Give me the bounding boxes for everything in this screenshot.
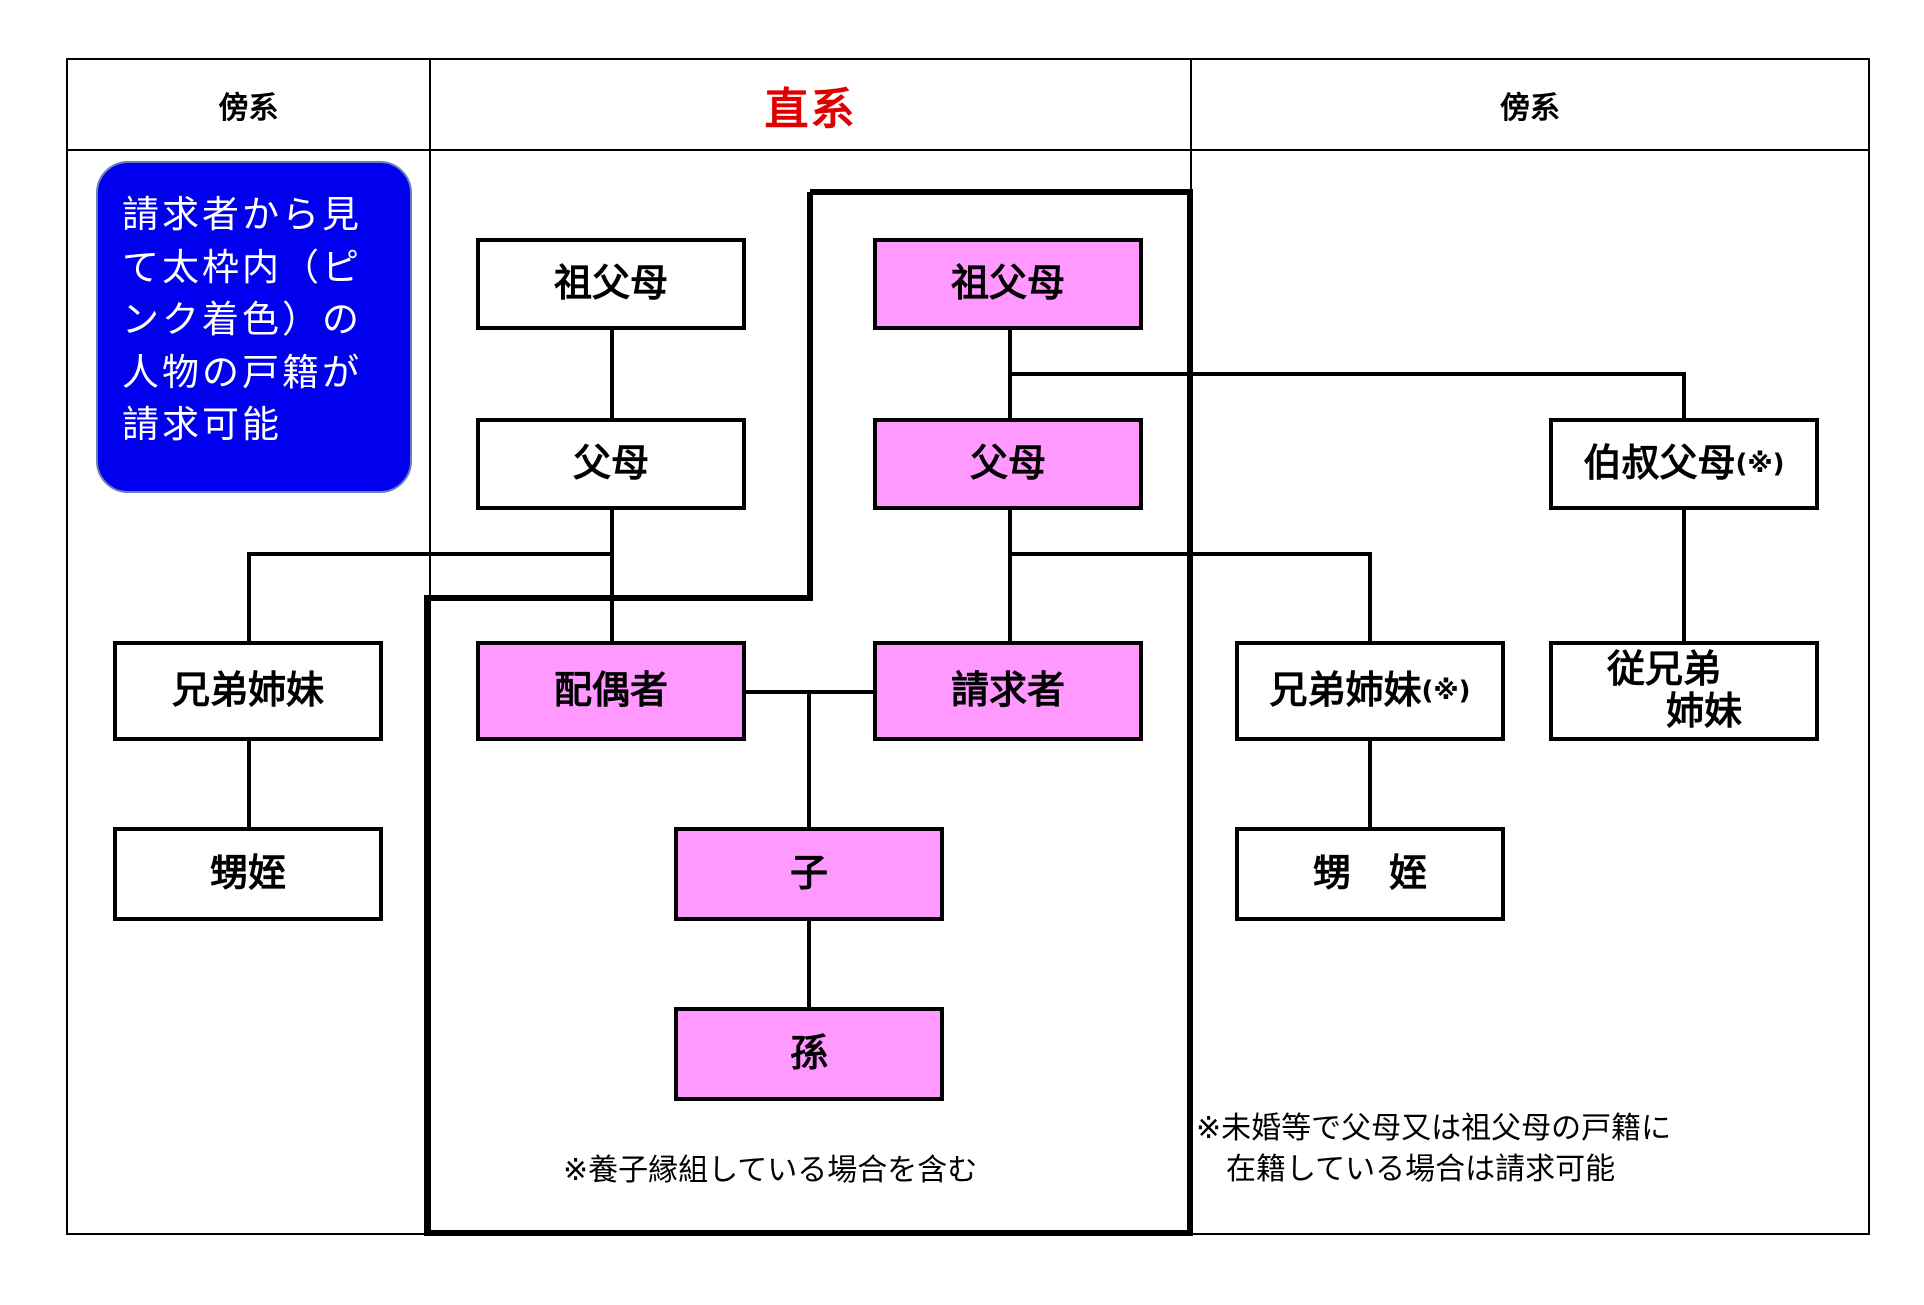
header-collateral-left: 傍系 bbox=[218, 90, 279, 126]
right-siblings-mark: (※) bbox=[1421, 675, 1471, 706]
box-grandparents: 祖父母 bbox=[873, 238, 1143, 330]
box-cousins: 従兄弟 姉妹 bbox=[1549, 641, 1819, 741]
line-right-siblings-v bbox=[1368, 552, 1372, 643]
cousins-line1: 従兄弟 bbox=[1606, 647, 1721, 692]
box-requester: 請求者 bbox=[873, 641, 1143, 741]
footnote-adoption: ※養子縁組している場合を含む bbox=[563, 1153, 978, 1188]
box-parents: 父母 bbox=[873, 418, 1143, 510]
box-left-parents: 父母 bbox=[476, 418, 746, 510]
box-left-siblings: 兄弟姉妹 bbox=[113, 641, 383, 741]
box-right-nephews: 甥 姪 bbox=[1235, 827, 1505, 921]
box-left-nephews: 甥姪 bbox=[113, 827, 383, 921]
box-uncles-aunts: 伯叔父母(※) bbox=[1549, 418, 1819, 510]
box-spouse: 配偶者 bbox=[476, 641, 746, 741]
header-divider bbox=[66, 149, 1870, 151]
line-parents-requester bbox=[1008, 509, 1012, 643]
line-gp-uncles-v bbox=[1682, 372, 1686, 419]
box-grandchild: 孫 bbox=[674, 1007, 944, 1101]
line-marriage-child bbox=[807, 690, 811, 829]
footnote-unmarried: ※未婚等で父母又は祖父母の戸籍に 在籍している場合は請求可能 bbox=[1196, 1111, 1672, 1188]
line-right-siblings-h bbox=[1008, 552, 1372, 556]
box-left-grandparents: 祖父母 bbox=[476, 238, 746, 330]
right-siblings-label: 兄弟姉妹 bbox=[1269, 668, 1422, 713]
uncles-aunts-mark: (※) bbox=[1735, 448, 1785, 479]
requestable-note: 請求者から見 て太枠内（ピ ンク着色）の 人物の戸籍が 請求可能 bbox=[96, 161, 412, 493]
line-uncles-cousins bbox=[1682, 509, 1686, 643]
box-right-siblings: 兄弟姉妹(※) bbox=[1235, 641, 1505, 741]
line-left-gp-parents bbox=[610, 330, 614, 419]
uncles-aunts-label: 伯叔父母 bbox=[1583, 441, 1736, 486]
cousins-line2: 姉妹 bbox=[1665, 689, 1742, 733]
line-left-siblings-nephews bbox=[247, 740, 251, 829]
header-direct: 直系 bbox=[764, 83, 857, 135]
header-collateral-right: 傍系 bbox=[1500, 90, 1560, 126]
line-left-parents-down bbox=[610, 509, 614, 643]
line-gp-uncles-h bbox=[1008, 372, 1686, 376]
line-right-siblings-nephews bbox=[1368, 740, 1372, 829]
box-child: 子 bbox=[674, 827, 944, 921]
line-left-siblings-v bbox=[247, 552, 251, 643]
line-left-siblings-h bbox=[247, 552, 614, 556]
line-child-grandchild bbox=[807, 919, 811, 1009]
